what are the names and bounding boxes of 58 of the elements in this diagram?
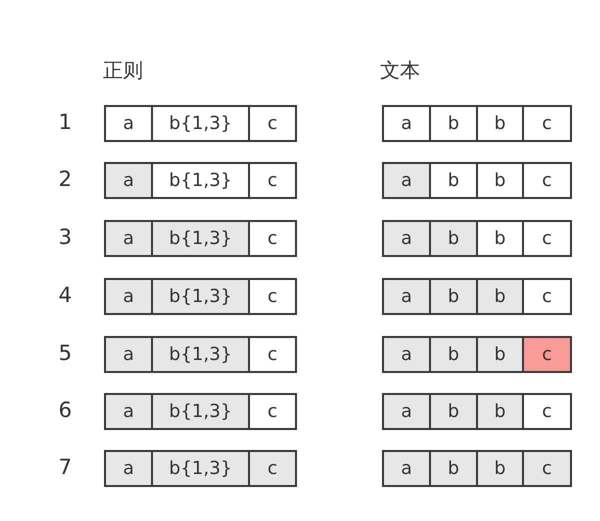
text-char-cell: b (429, 105, 478, 142)
pattern-token-cell: a (104, 278, 153, 315)
row-number: 1 (58, 110, 72, 134)
pattern-token-cell: c (248, 336, 297, 373)
text-char-cell: b (476, 220, 524, 257)
pattern-token-cell: b{1,3} (151, 450, 250, 487)
row-number: 5 (58, 341, 72, 365)
pattern-token-cell: b{1,3} (151, 162, 250, 199)
text-char-cell: a (382, 220, 431, 257)
text-char-cell: c (522, 393, 572, 430)
text-char-cell: b (429, 162, 478, 199)
pattern-token-cell: c (248, 162, 297, 199)
text-char-cell: b (429, 393, 478, 430)
row-number: 4 (58, 283, 72, 307)
text-char-cell: b (476, 105, 524, 142)
text-char-cell: c (522, 105, 572, 142)
text-char-cell: b (429, 278, 478, 315)
row-number: 7 (58, 455, 72, 479)
text-char-cell: b (476, 278, 524, 315)
text-char-cell: c (522, 450, 572, 487)
text-char-cell: c (522, 220, 572, 257)
text-char-cell: b (476, 162, 524, 199)
text-char-cell: b (429, 220, 478, 257)
column-heading: 文本 (380, 57, 420, 84)
text-char-cell: b (476, 336, 524, 373)
pattern-token-cell: a (104, 450, 153, 487)
text-char-cell: b (429, 450, 478, 487)
pattern-token-cell: c (248, 105, 297, 142)
text-char-cell: a (382, 336, 431, 373)
pattern-token-cell: b{1,3} (151, 336, 250, 373)
pattern-token-cell: a (104, 393, 153, 430)
text-char-cell: b (429, 336, 478, 373)
row-number: 2 (58, 167, 72, 191)
pattern-token-cell: c (248, 278, 297, 315)
pattern-token-cell: a (104, 336, 153, 373)
pattern-token-cell: b{1,3} (151, 105, 250, 142)
text-char-cell: a (382, 450, 431, 487)
pattern-token-cell: b{1,3} (151, 220, 250, 257)
text-char-cell: c (522, 278, 572, 315)
pattern-token-cell: c (248, 450, 297, 487)
pattern-token-cell: a (104, 220, 153, 257)
text-char-cell: b (476, 393, 524, 430)
row-number: 3 (58, 225, 72, 249)
text-char-cell: a (382, 278, 431, 315)
text-char-cell: c (522, 162, 572, 199)
text-char-cell: b (476, 450, 524, 487)
pattern-token-cell: b{1,3} (151, 278, 250, 315)
text-char-cell: c (522, 336, 572, 373)
column-heading: 正则 (103, 57, 143, 84)
pattern-token-cell: a (104, 105, 153, 142)
pattern-token-cell: c (248, 393, 297, 430)
pattern-token-cell: c (248, 220, 297, 257)
pattern-token-cell: a (104, 162, 153, 199)
pattern-token-cell: b{1,3} (151, 393, 250, 430)
text-char-cell: a (382, 105, 431, 142)
text-char-cell: a (382, 162, 431, 199)
text-char-cell: a (382, 393, 431, 430)
row-number: 6 (58, 398, 72, 422)
